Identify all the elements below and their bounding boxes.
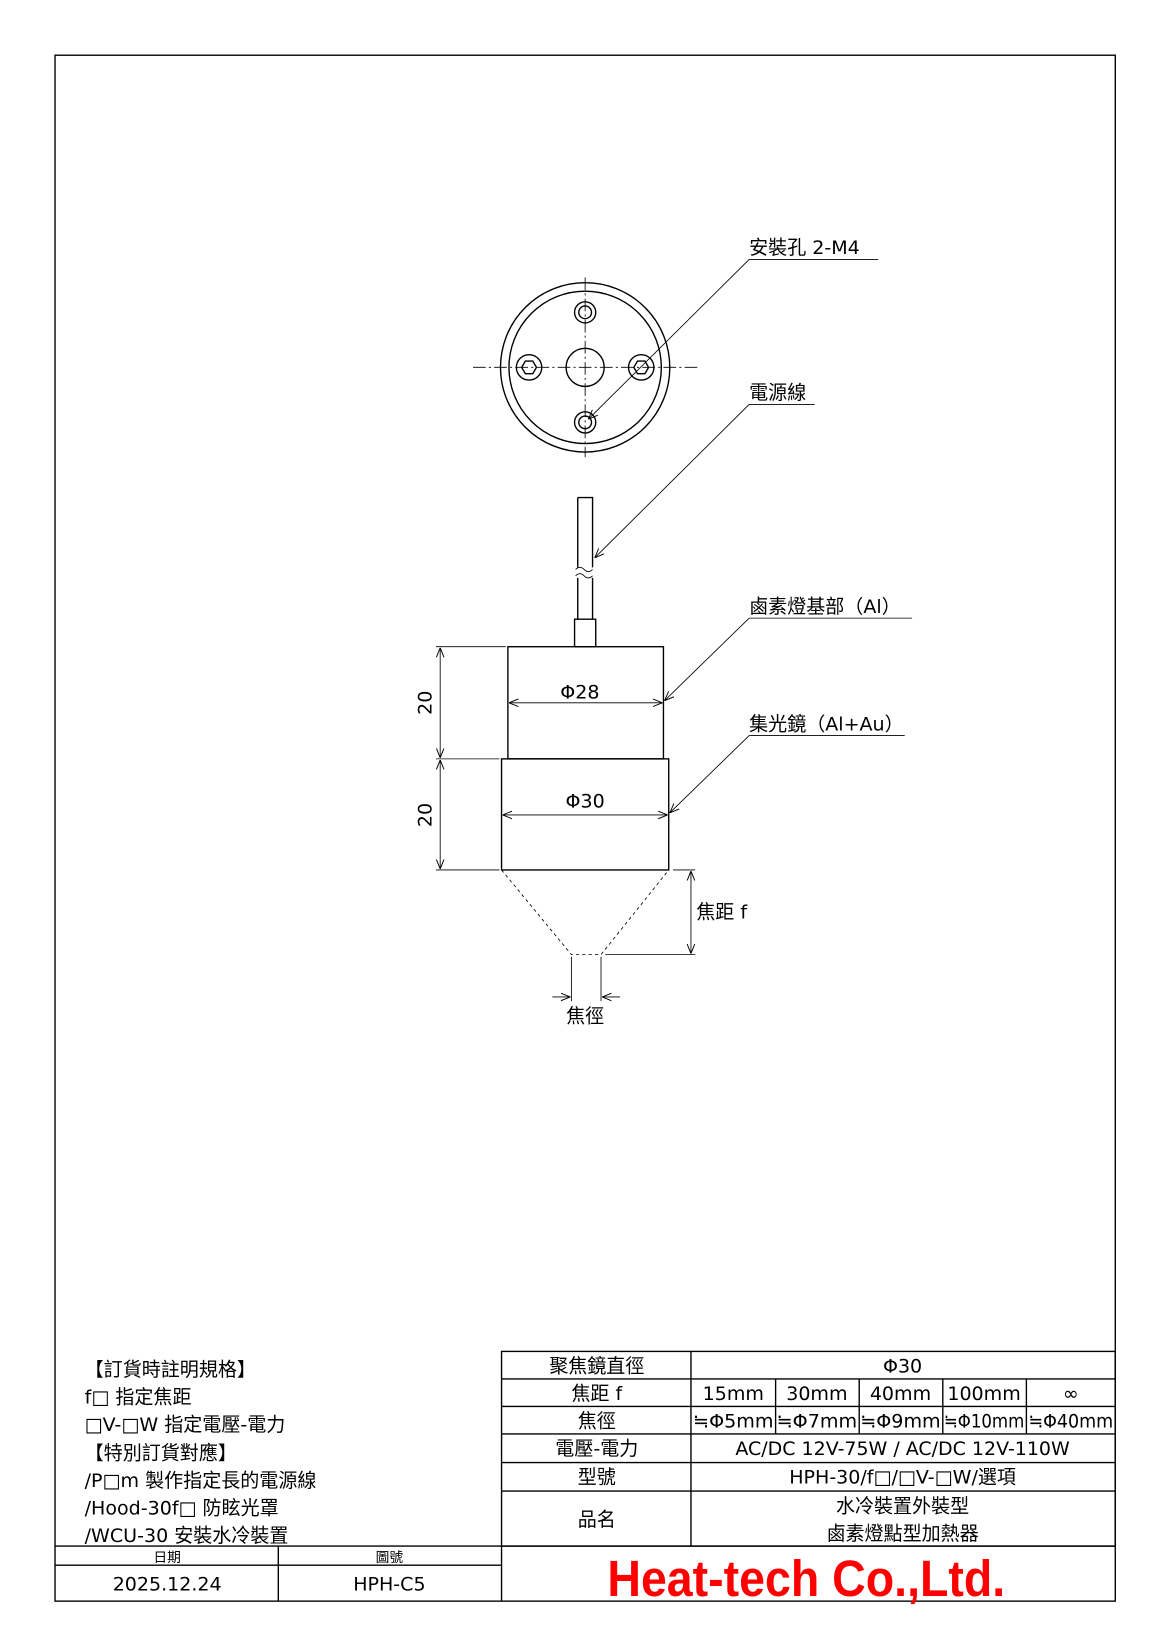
focal-diameter-cell: ≒Φ40mm [1029, 1411, 1114, 1433]
height-lower-label: 20 [415, 803, 437, 827]
focal-length-dimension: 焦距 f [605, 869, 748, 956]
leader-mount-hole: 安裝孔 2-M4 [588, 237, 879, 419]
sheet-border [54, 54, 1116, 1602]
product-name-label: 品名 [578, 1509, 616, 1531]
dia-30-label: Φ30 [566, 791, 605, 813]
dia-28-label: Φ28 [560, 682, 599, 704]
order-notes: 【訂貨時註明規格】 f□ 指定焦距 □V-□W 指定電壓-電力 【特別訂貨對應】… [85, 1359, 317, 1547]
leader-power-cable: 電源線 [595, 382, 815, 558]
focal-diameter-dimension: 焦徑 [552, 956, 621, 1027]
focal-length-label: 焦距 f [696, 902, 748, 924]
focal-length-cell: 40mm [870, 1383, 931, 1405]
focal-diameter-row-label: 焦徑 [578, 1411, 616, 1433]
cable-gland [573, 618, 597, 648]
model-value: HPH-30/f□/□V-□W/選項 [789, 1467, 1016, 1489]
cable-break-mark [575, 566, 593, 579]
note-line: /WCU-30 安裝水冷裝置 [85, 1525, 289, 1547]
inner-circle [508, 290, 663, 445]
focal-length-cell: 100mm [947, 1383, 1020, 1405]
mount-hole-label: 安裝孔 2-M4 [749, 237, 860, 259]
leader-lamp-base: 鹵素燈基部（Al） [665, 596, 913, 701]
spec-table: 聚焦鏡直徑 Φ30 焦距 f 15mm 30mm 40mm 100mm ∞ 焦徑… [500, 1350, 1116, 1547]
side-view: Φ28 Φ30 [500, 496, 670, 956]
focal-diameter-cell: ≒Φ7mm [777, 1411, 857, 1433]
cable-lower [577, 577, 594, 620]
focal-length-cell: 15mm [703, 1383, 764, 1405]
note-line: /P□m 製作指定長的電源線 [85, 1470, 317, 1492]
mount-hole-bottom [573, 411, 597, 434]
focal-diameter-cell: ≒Φ9mm [860, 1411, 940, 1433]
power-cable-label: 電源線 [749, 382, 806, 404]
hex-screw-right [627, 353, 655, 381]
focal-length-row-label: 焦距 f [571, 1383, 623, 1405]
title-block: 日期 圖號 2025.12.24 HPH-C5 Heat-tech Co.,Lt… [55, 1545, 1116, 1607]
focal-cone [501, 869, 670, 956]
note-line: □V-□W 指定電壓-電力 [85, 1414, 286, 1436]
product-name-line1: 水冷裝置外裝型 [836, 1495, 969, 1517]
drawing-no-label: 圖號 [376, 1550, 404, 1566]
voltage-power-label: 電壓-電力 [555, 1438, 638, 1460]
hex-screw-left [515, 353, 543, 381]
reflector-body [500, 758, 670, 871]
company-logo: Heat-tech Co.,Ltd. [607, 1550, 1005, 1607]
reflector-label: 集光鏡（Al+Au） [749, 713, 904, 735]
note-line: f□ 指定焦距 [85, 1386, 192, 1408]
focal-length-cell: 30mm [786, 1383, 847, 1405]
note-line: 【訂貨時註明規格】 [85, 1359, 256, 1381]
note-line: /Hood-30f□ 防眩光罩 [85, 1497, 279, 1519]
focal-length-cell: ∞ [1063, 1383, 1079, 1405]
lens-diameter-value: Φ30 [883, 1356, 922, 1378]
center-hole [565, 347, 605, 388]
drawing-no-value: HPH-C5 [353, 1574, 425, 1596]
outer-circle [499, 282, 671, 453]
leader-reflector: 集光鏡（Al+Au） [670, 713, 905, 813]
cable-upper [577, 496, 594, 568]
product-name-line2: 鹵素燈點型加熱器 [826, 1523, 978, 1545]
height-upper-label: 20 [415, 691, 437, 715]
focal-diameter-label: 焦徑 [566, 1005, 604, 1027]
height-dimensions: 20 20 [415, 646, 506, 871]
lamp-base-label: 鹵素燈基部（Al） [749, 596, 901, 618]
mount-hole-top [573, 301, 597, 324]
focal-diameter-cell: ≒Φ5mm [693, 1411, 773, 1433]
note-line: 【特別訂貨對應】 [85, 1441, 237, 1464]
date-label: 日期 [153, 1550, 181, 1566]
voltage-power-value: AC/DC 12V-75W / AC/DC 12V-110W [735, 1438, 1070, 1460]
top-view [472, 277, 699, 458]
focal-diameter-cell: ≒Φ10mm [944, 1411, 1024, 1433]
model-label: 型號 [578, 1467, 616, 1489]
lens-diameter-label: 聚焦鏡直徑 [549, 1356, 644, 1378]
date-value: 2025.12.24 [113, 1574, 222, 1596]
